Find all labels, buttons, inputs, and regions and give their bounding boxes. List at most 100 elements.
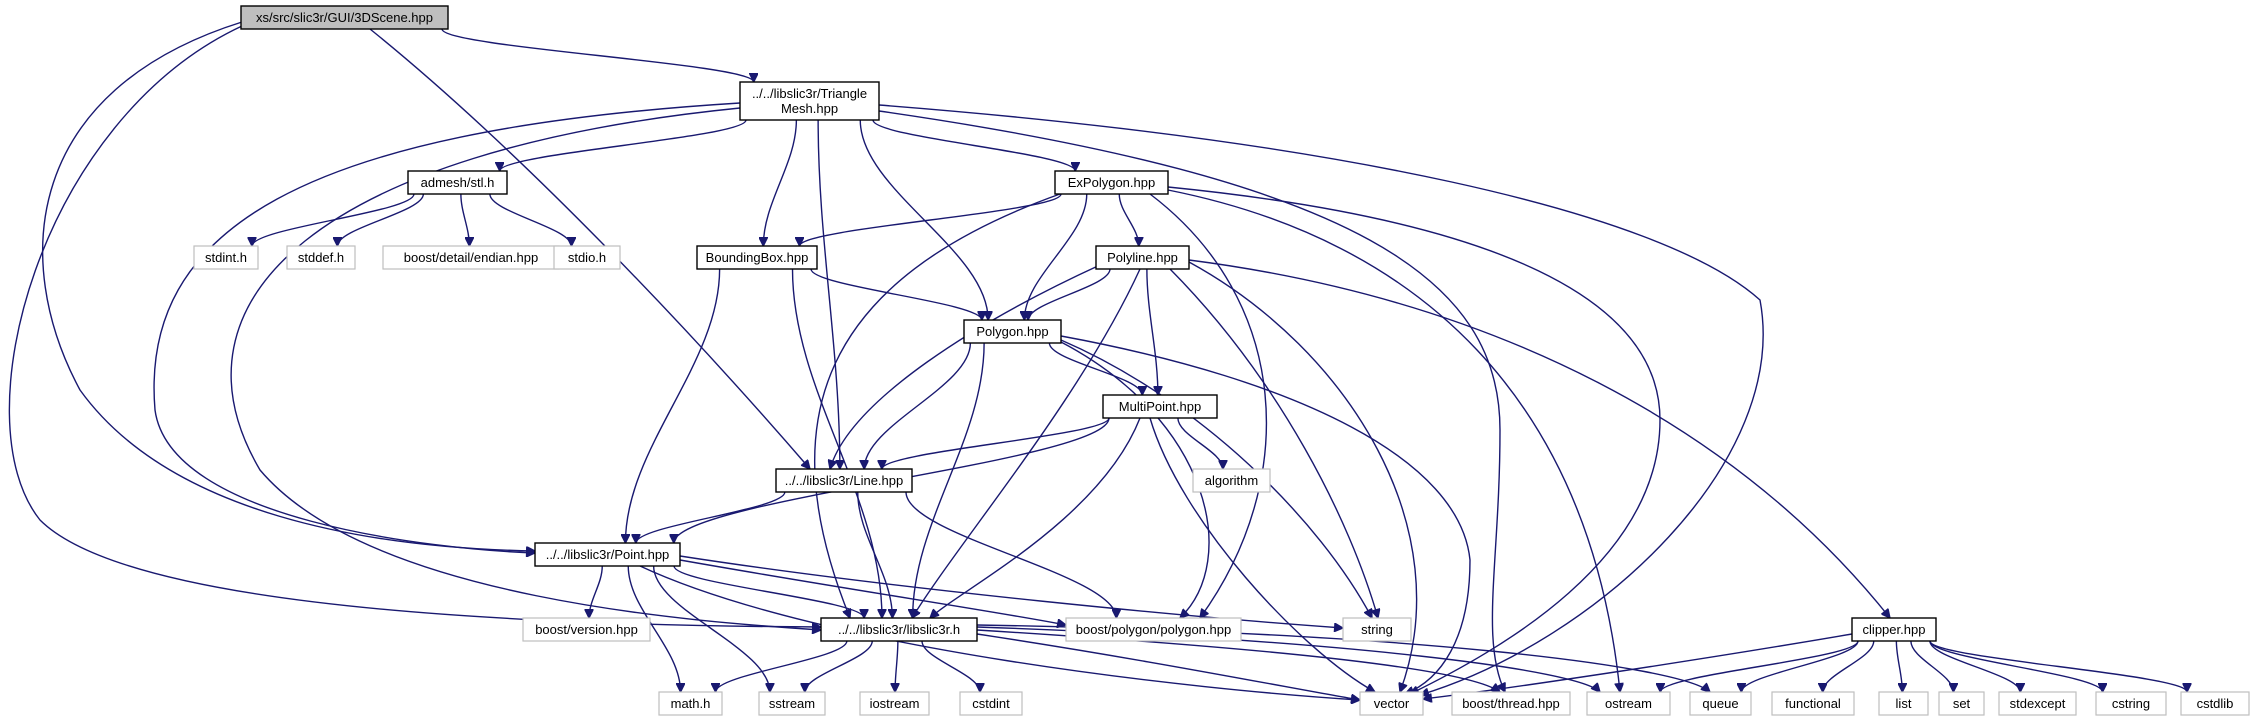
edge-point-to-mathh [627, 565, 680, 692]
node-label-mathh: math.h [671, 696, 711, 711]
node-iostream[interactable]: iostream [859, 691, 930, 716]
node-cstdlib[interactable]: cstdlib [2180, 691, 2250, 716]
node-label-clipper: clipper.hpp [1863, 622, 1926, 637]
node-queue[interactable]: queue [1689, 691, 1752, 716]
node-box-cstdint [959, 691, 1023, 716]
node-box-bbox [696, 245, 818, 270]
node-box-polyline [1095, 245, 1190, 270]
node-string[interactable]: string [1342, 617, 1412, 642]
node-label-stddef: stddef.h [298, 250, 344, 265]
node-box-ostream [1586, 691, 1671, 716]
edge-bbox-to-polygon [810, 268, 982, 320]
edge-polygon-to-line [864, 342, 972, 469]
edge-polyline-to-multipoint [1146, 268, 1158, 395]
node-endian[interactable]: boost/detail/endian.hpp [382, 245, 560, 270]
node-label-multipoint: MultiPoint.hpp [1119, 399, 1201, 414]
edge-line-to-libslic3r [857, 491, 893, 618]
node-stdio[interactable]: stdio.h [553, 245, 621, 270]
node-stdexcept[interactable]: stdexcept [1998, 691, 2077, 716]
edge-libslic3r-to-mathh [716, 640, 848, 692]
edge-scene-to-trimesh [441, 28, 754, 82]
node-expoly[interactable]: ExPolygon.hpp [1054, 170, 1169, 195]
node-label-libslic3r: ../../libslic3r/libslic3r.h [838, 622, 960, 637]
edge-trimesh-to-expoly [872, 119, 1075, 171]
edge-polyline-to-clipper [1188, 259, 1890, 618]
node-set[interactable]: set [1938, 691, 1985, 716]
node-vector[interactable]: vector [1359, 691, 1424, 716]
edge-multipoint-to-vector [1149, 417, 1375, 692]
node-multipoint[interactable]: MultiPoint.hpp [1102, 394, 1218, 419]
node-label-trimesh-2: Mesh.hpp [781, 101, 838, 116]
node-box-cstring [2095, 691, 2167, 716]
node-polyline[interactable]: Polyline.hpp [1095, 245, 1190, 270]
node-label-set: set [1953, 696, 1971, 711]
node-list[interactable]: list [1878, 691, 1929, 716]
edge-stl-to-stdio [489, 193, 572, 246]
edge-bbox-to-point [625, 268, 721, 543]
node-algorithm[interactable]: algorithm [1192, 468, 1271, 493]
edge-expoly-to-ostream [1167, 189, 1620, 692]
node-bbox[interactable]: BoundingBox.hpp [696, 245, 818, 270]
node-bpolygon[interactable]: boost/polygon/polygon.hpp [1065, 617, 1242, 642]
edge-clipper-to-queue [1741, 640, 1859, 692]
edge-libslic3r-to-cstdint [921, 640, 980, 692]
node-cstring[interactable]: cstring [2095, 691, 2167, 716]
edge-multipoint-to-algorithm [1177, 417, 1223, 469]
node-stdint[interactable]: stdint.h [193, 245, 259, 270]
edge-point-to-libslic3r [673, 565, 864, 618]
edge-scene-to-libslic3r [8, 25, 821, 627]
edges-layer [8, 21, 2187, 700]
node-functional[interactable]: functional [1771, 691, 1855, 716]
node-bthread[interactable]: boost/thread.hpp [1451, 691, 1571, 716]
node-label-sstream: sstream [769, 696, 815, 711]
node-label-vector: vector [1374, 696, 1410, 711]
node-box-cstdlib [2180, 691, 2250, 716]
edge-polyline-to-libslic3r [912, 268, 1141, 618]
node-sstream[interactable]: sstream [758, 691, 826, 716]
node-label-polyline: Polyline.hpp [1107, 250, 1178, 265]
node-label-cstdlib: cstdlib [2197, 696, 2234, 711]
node-polygon[interactable]: Polygon.hpp [963, 319, 1062, 344]
node-label-scene: xs/src/slic3r/GUI/3DScene.hpp [256, 10, 433, 25]
node-point[interactable]: ../../libslic3r/Point.hpp [534, 542, 681, 567]
node-box-clipper [1851, 617, 1937, 642]
edge-bbox-to-libslic3r [791, 268, 882, 618]
node-box-bthread [1451, 691, 1571, 716]
node-libslic3r[interactable]: ../../libslic3r/libslic3r.h [820, 617, 978, 642]
node-mathh[interactable]: math.h [658, 691, 723, 716]
node-bversion[interactable]: boost/version.hpp [522, 617, 651, 642]
edge-trimesh-to-line [817, 119, 840, 469]
node-stddef[interactable]: stddef.h [286, 245, 356, 270]
node-cstdint[interactable]: cstdint [959, 691, 1023, 716]
node-scene[interactable]: xs/src/slic3r/GUI/3DScene.hpp [240, 5, 449, 30]
node-box-expoly [1054, 170, 1169, 195]
edge-point-to-string [679, 555, 1343, 628]
edge-trimesh-to-libslic3r [230, 107, 821, 630]
node-label-queue: queue [1702, 696, 1738, 711]
edge-libslic3r-to-vector [976, 633, 1360, 700]
edge-line-to-bpolygon [905, 491, 1116, 618]
edge-libslic3r-to-sstream [805, 640, 873, 692]
node-box-bversion [522, 617, 651, 642]
edge-clipper-to-stdexcept [1929, 640, 2020, 692]
node-clipper[interactable]: clipper.hpp [1851, 617, 1937, 642]
node-stl[interactable]: admesh/stl.h [407, 170, 508, 195]
node-label-bthread: boost/thread.hpp [1462, 696, 1560, 711]
node-box-stdint [193, 245, 259, 270]
node-label-algorithm: algorithm [1205, 473, 1258, 488]
node-label-point: ../../libslic3r/Point.hpp [546, 547, 670, 562]
node-ostream[interactable]: ostream [1586, 691, 1671, 716]
edge-trimesh-to-polygon [859, 119, 988, 320]
edge-polyline-to-polygon [1028, 268, 1111, 320]
edge-point-to-bpolygon [679, 559, 1066, 625]
edge-clipper-to-functional [1823, 640, 1875, 692]
edge-clipper-to-set [1910, 640, 1954, 692]
node-line[interactable]: ../../libslic3r/Line.hpp [775, 468, 913, 493]
edge-expoly-to-bbox [800, 193, 1062, 246]
node-box-libslic3r [820, 617, 978, 642]
node-label-stdio: stdio.h [568, 250, 606, 265]
node-box-point [534, 542, 681, 567]
edge-multipoint-to-line [882, 417, 1110, 469]
